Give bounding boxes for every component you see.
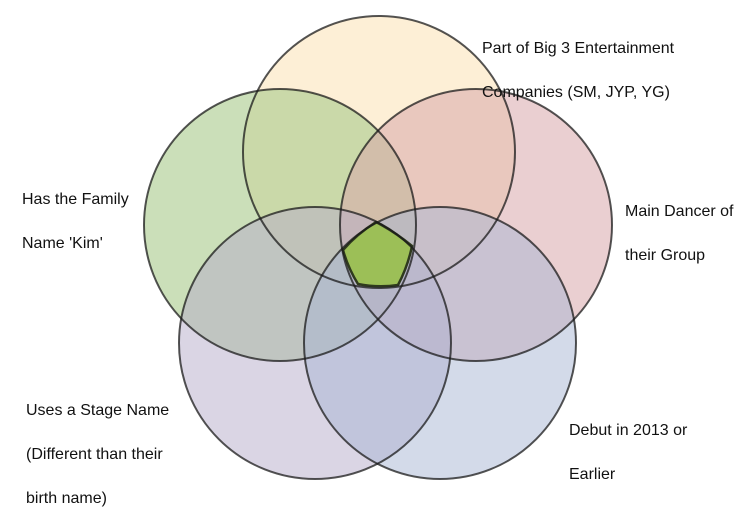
label-big3: Part of Big 3 Entertainment Companies (S… (482, 16, 674, 126)
outline-big3 (242, 15, 516, 289)
label-debut-line-2: Earlier (569, 466, 616, 483)
label-stage-line-1: Uses a Stage Name (26, 402, 170, 419)
label-kim-line-1: Has the Family (22, 191, 129, 208)
label-big3-line-2: Companies (SM, JYP, YG) (482, 84, 670, 101)
label-dancer-line-2: their Group (625, 247, 706, 264)
outline-dancer (339, 88, 613, 362)
label-debut: Debut in 2013 or Earlier (569, 398, 687, 508)
label-debut-line-1: Debut in 2013 or (569, 422, 688, 439)
label-dancer-line-1: Main Dancer of (625, 203, 734, 220)
label-stage: Uses a Stage Name (Different than their … (26, 378, 169, 532)
venn-diagram (143, 15, 613, 480)
label-dancer: Main Dancer of their Group (625, 179, 734, 289)
circle-fills (144, 16, 612, 479)
circle-outlines (143, 15, 613, 480)
label-kim: Has the Family Name 'Kim' (22, 167, 129, 277)
outline-stage (178, 206, 452, 480)
label-kim-line-2: Name 'Kim' (22, 235, 103, 252)
outline-debut (303, 206, 577, 480)
label-stage-line-2: (Different than their (26, 446, 163, 463)
outline-kim (143, 88, 417, 362)
label-big3-line-1: Part of Big 3 Entertainment (482, 40, 675, 57)
label-stage-line-3: birth name) (26, 490, 107, 507)
